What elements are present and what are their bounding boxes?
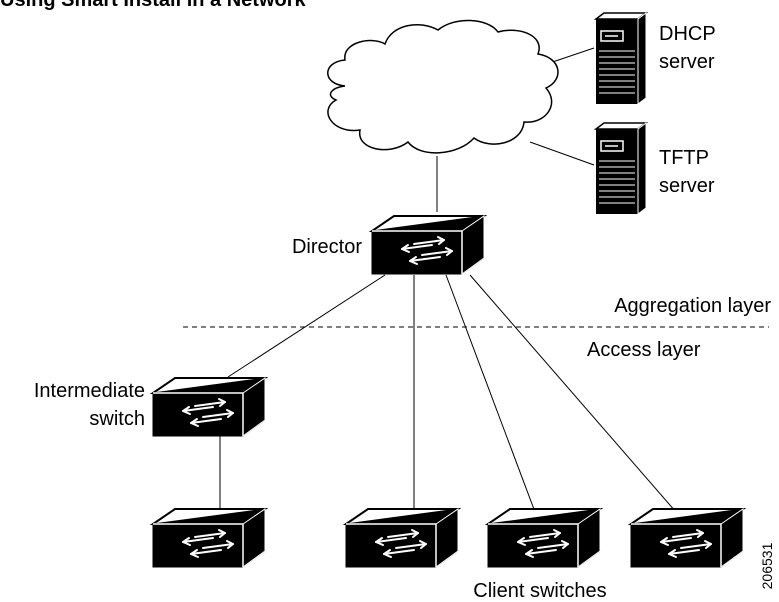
link-director-client4 [469, 274, 677, 513]
director-switch-icon [371, 215, 485, 275]
links [219, 47, 677, 513]
figure-title: Using Smart Install in a Network [0, 0, 307, 11]
intermediate-switch-label-line2: switch [89, 408, 145, 430]
link-director-client3 [445, 274, 536, 513]
aggregation-layer-label: Aggregation layer [614, 295, 771, 317]
client-switch-icon [345, 508, 459, 568]
client-switch-icon [152, 508, 266, 568]
tftp-server-label-line2: server [659, 175, 715, 197]
dhcp-server-icon [595, 12, 647, 105]
dhcp-server-label-line1: DHCP [659, 23, 716, 45]
network-cloud-icon [327, 19, 559, 154]
tftp-server-icon [595, 122, 647, 215]
link-director-intermediate [227, 274, 386, 378]
client-switches-label: Client switches [473, 580, 606, 602]
client-switch-icon [630, 508, 744, 568]
dhcp-server-label-line2: server [659, 51, 715, 73]
client-switch-icon [487, 508, 601, 568]
director-label: Director [292, 236, 362, 258]
access-layer-label: Access layer [587, 339, 701, 361]
link-cloud-tftp [529, 141, 595, 166]
intermediate-switch-label-line1: Intermediate [34, 380, 145, 402]
figure-id: 206531 [759, 542, 775, 589]
tftp-server-label-line1: TFTP [659, 147, 709, 169]
intermediate-switch-icon [152, 377, 266, 437]
